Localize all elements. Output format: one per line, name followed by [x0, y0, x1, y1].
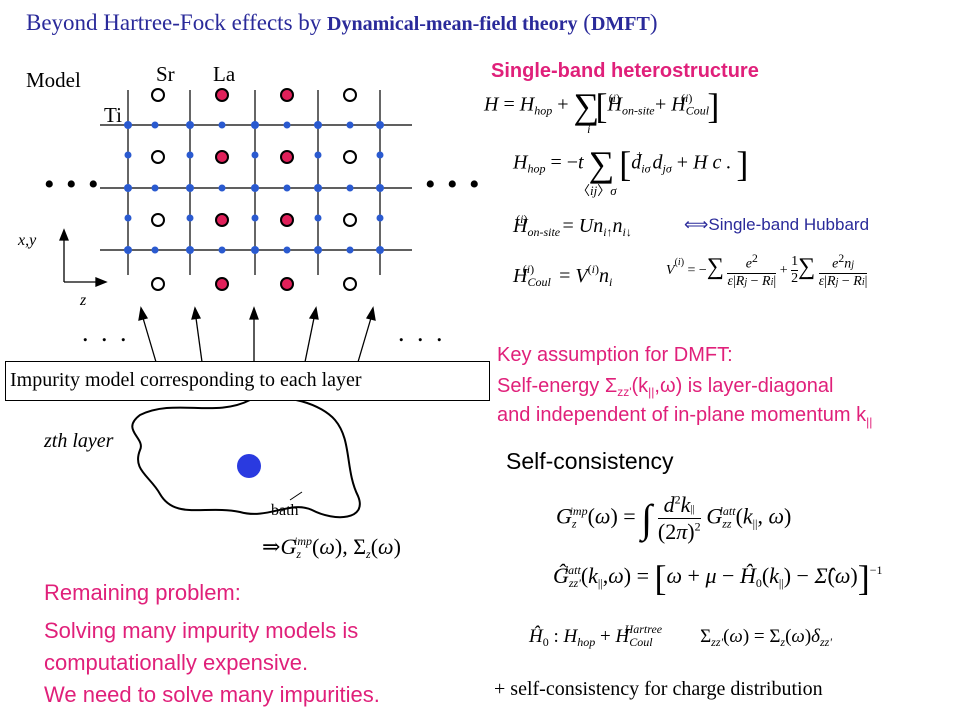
self-consistency-heading: Self-consistency — [506, 448, 674, 474]
remaining-line4: We need to solve many impurities. — [44, 682, 380, 707]
lattice-diagram — [59, 88, 412, 519]
remaining-line3: computationally expensive. — [44, 650, 309, 675]
self-energy-k: (k — [631, 375, 649, 397]
impurity-result-formula: ⇒Gzimp(ω), Σz(ω) — [262, 534, 401, 561]
model-label: Model — [26, 68, 81, 92]
bath-pointer — [289, 491, 303, 501]
xy-axis-label: x,y — [18, 232, 37, 249]
impurity-box: Impurity model corresponding to each lay… — [5, 361, 490, 401]
hamiltonian-total: H = Hhop + ∑i [Hon-site(i) + HCoul(i) ] — [484, 86, 720, 136]
ti-sites — [124, 121, 384, 254]
dots-bottom-left: . . . — [82, 318, 130, 347]
title-paren-open: ( — [577, 10, 591, 35]
impurity-dot — [237, 454, 261, 478]
h0-definition: Ĥ0 : Hhop + HCoulHartree Σzz'(ω) = Σz(ω)… — [529, 622, 832, 649]
g-latt-equation: Ĝzz'latt(k||,ω) = [ω + μ − Ĥ0(k||) − Σ̂(… — [553, 558, 883, 598]
zth-layer-label: zth layer — [44, 430, 114, 452]
heterostructure-heading: Single-band heterostructure — [491, 60, 759, 82]
slide-title: Beyond Hartree-Fock effects by Dynamical… — [26, 10, 658, 36]
ti-label: Ti — [104, 103, 122, 127]
self-energy-text: Self-energy Σ — [497, 375, 618, 397]
z-axis-label: z — [80, 292, 87, 309]
key-assumption-line3: and independent of in-plane momentum k|| — [497, 404, 872, 429]
key-assumption-line2: Self-energy Σzz'(k||,ω) is layer-diagona… — [497, 375, 833, 399]
dots-bottom-right: . . . — [398, 318, 446, 347]
key-assumption-title: Key assumption for DMFT: — [497, 344, 733, 366]
axes-icon — [59, 228, 108, 287]
title-abbr: DMFT — [590, 13, 650, 35]
hamiltonian-coulomb: HCoul(i) = V(i)ni — [513, 262, 613, 289]
remaining-line2: Solving many impurity models is — [44, 618, 359, 643]
hop-sum-index: 〈ij〉σ — [577, 183, 617, 198]
g-imp-equation: Gzimp(ω) = ∫ d2k|| (2π)2 Gzzlatt(k||, ω) — [556, 492, 792, 544]
a-sites — [151, 88, 357, 291]
bath-label: bath — [271, 502, 299, 519]
title-paren-close: ) — [649, 10, 658, 35]
hamiltonian-onsite: Hon-site(i) = Uni↑ni↓ — [513, 212, 632, 239]
momentum-sub: || — [866, 415, 873, 429]
impurity-box-text: Impurity model corresponding to each lay… — [10, 369, 362, 391]
la-label: La — [213, 62, 236, 86]
momentum-text: and independent of in-plane momentum k — [497, 404, 867, 426]
dots-left: • • • — [44, 168, 101, 201]
self-energy-rest: ,ω) is layer-diagonal — [654, 375, 834, 397]
remaining-line1: Remaining problem: — [44, 580, 241, 605]
arrows-icon — [138, 306, 376, 363]
charge-self-consistency: + self-consistency for charge distributi… — [494, 678, 823, 700]
dots-right: • • • — [425, 168, 482, 201]
self-energy-k-sub: || — [648, 385, 655, 399]
sr-label: Sr — [156, 62, 175, 86]
hubbard-note: ⟺Single-band Hubbard — [684, 215, 870, 234]
hamiltonian-hop: Hhop = −t ∑ [diσ† djσ + H c . ] — [513, 144, 749, 184]
self-energy-sub: zz' — [617, 385, 632, 399]
title-bold: Dynamical-mean-field theory — [327, 13, 578, 35]
title-prefix: Beyond Hartree-Fock effects by — [26, 10, 328, 35]
